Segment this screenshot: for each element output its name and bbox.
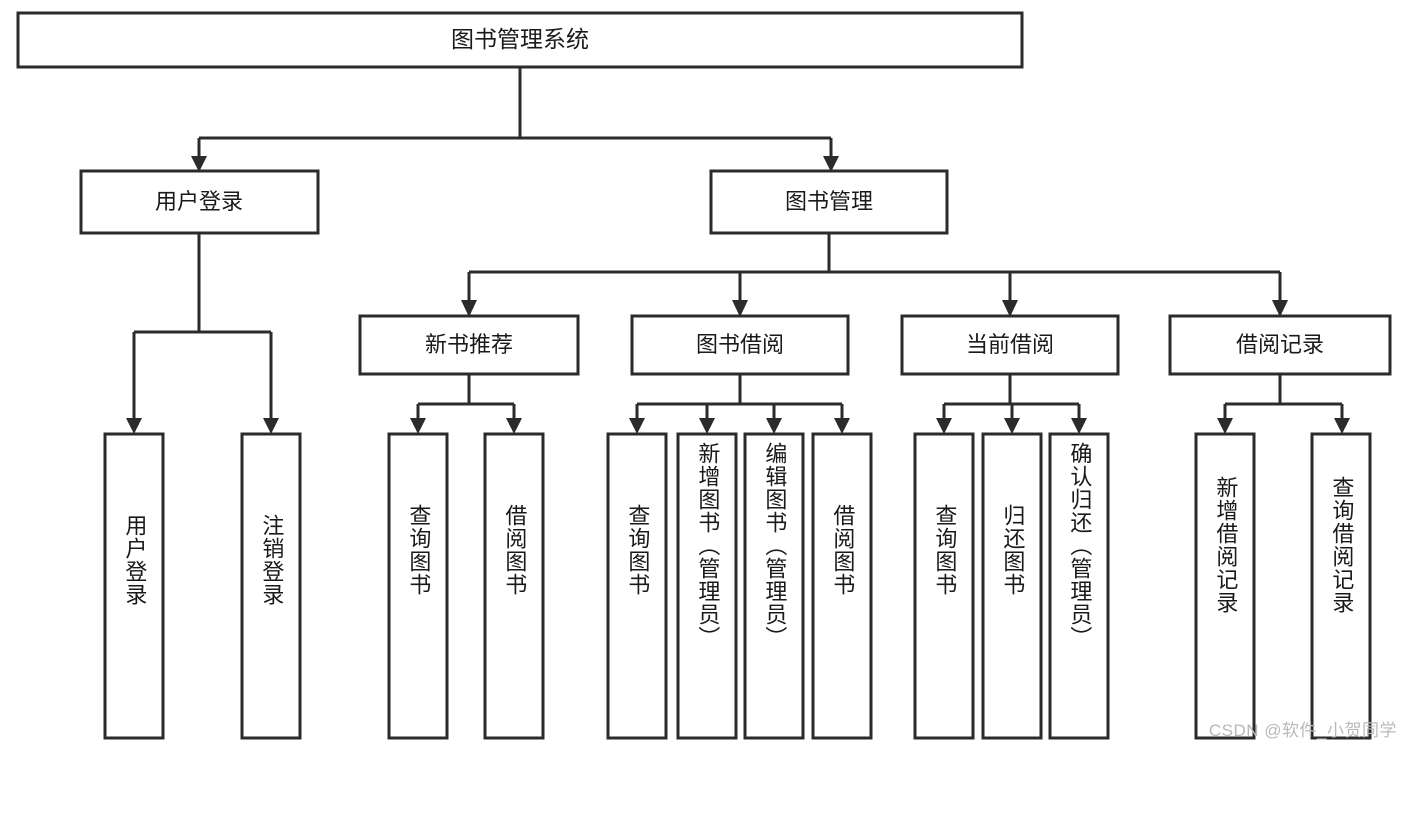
node-book-borrow-rect[interactable] (630, 314, 850, 376)
node-leaf-borrow-book-2-rect[interactable] (811, 432, 873, 740)
arrowhead-leaf-query-record (1334, 418, 1350, 434)
node-book-manage-label: 图书管理 (785, 189, 873, 214)
node-leaf-user-login-rect[interactable] (103, 432, 165, 740)
node-leaf-edit-book-rect[interactable] (743, 432, 805, 740)
flowchart-diagram: 图书管理系统 用户登录 图书管理 新书推荐 图书借阅 当前借阅 借阅记录 (16, 11, 1397, 740)
node-leaf-add-book-rect[interactable] (676, 432, 738, 740)
leaf-rects (103, 432, 1372, 740)
arrowhead-current-borrow (1002, 300, 1018, 317)
arrowhead-leaf-logout (263, 418, 279, 434)
node-root-rect[interactable] (16, 11, 1024, 69)
connector-group-borrow-record (1217, 374, 1350, 434)
node-book-manage[interactable]: 图书管理 (709, 169, 949, 235)
connector-group-user-login (126, 233, 279, 434)
arrowhead-user-login (191, 156, 207, 172)
arrowhead-new-book-rec (461, 300, 477, 317)
connector-group-book-borrow (629, 374, 850, 434)
watermark-text: CSDN @软件_小贺同学 (1208, 721, 1397, 740)
node-leaf-query-book-3-rect[interactable] (913, 432, 975, 740)
node-current-borrow-label: 当前借阅 (966, 332, 1054, 357)
node-leaf-return-book-rect[interactable] (981, 432, 1043, 740)
node-book-manage-rect[interactable] (709, 169, 949, 235)
node-root[interactable]: 图书管理系统 (16, 11, 1024, 69)
node-user-login-rect[interactable] (79, 169, 320, 235)
node-new-book-rec-label: 新书推荐 (425, 332, 513, 357)
arrowhead-leaf-add-book (699, 418, 715, 434)
node-borrow-record[interactable]: 借阅记录 (1168, 314, 1392, 376)
node-current-borrow[interactable]: 当前借阅 (900, 314, 1120, 376)
arrowhead-leaf-add-record (1217, 418, 1233, 434)
arrowhead-book-borrow (732, 300, 748, 317)
arrowhead-leaf-borrow-book-2 (834, 418, 850, 434)
arrowhead-leaf-query-book-2 (629, 418, 645, 434)
arrowhead-book-manage (823, 156, 839, 172)
node-user-login-label: 用户登录 (155, 189, 243, 214)
arrowhead-leaf-confirm-return (1071, 418, 1087, 434)
node-book-borrow-label: 图书借阅 (696, 332, 784, 357)
arrowhead-leaf-query-book-1 (410, 418, 426, 434)
node-user-login[interactable]: 用户登录 (79, 169, 320, 235)
arrowhead-leaf-return-book (1004, 418, 1020, 434)
node-leaf-confirm-return-rect[interactable] (1048, 432, 1110, 740)
arrowhead-leaf-borrow-book-1 (506, 418, 522, 434)
arrowhead-leaf-user-login (126, 418, 142, 434)
node-leaf-query-record-rect[interactable] (1310, 432, 1372, 740)
diagram-canvas: 图书管理系统 用户登录 图书管理 新书推荐 图书借阅 当前借阅 借阅记录 (16, 11, 1392, 740)
arrowhead-leaf-query-book-3 (936, 418, 952, 434)
node-book-borrow[interactable]: 图书借阅 (630, 314, 850, 376)
node-leaf-add-record-rect[interactable] (1194, 432, 1256, 740)
node-root-label: 图书管理系统 (451, 26, 589, 52)
arrowhead-borrow-record (1272, 300, 1288, 317)
node-current-borrow-rect[interactable] (900, 314, 1120, 376)
node-leaf-logout-rect[interactable] (240, 432, 302, 740)
node-leaf-borrow-book-1-rect[interactable] (483, 432, 545, 740)
node-borrow-record-rect[interactable] (1168, 314, 1392, 376)
node-new-book-rec[interactable]: 新书推荐 (358, 314, 580, 376)
connector-group-book-manage (461, 233, 1288, 317)
connector-group-root (191, 67, 839, 172)
node-new-book-rec-rect[interactable] (358, 314, 580, 376)
node-borrow-record-label: 借阅记录 (1236, 332, 1324, 357)
arrowhead-leaf-edit-book (766, 418, 782, 434)
node-leaf-query-book-2-rect[interactable] (606, 432, 668, 740)
connector-group-new-book-rec (410, 374, 522, 434)
node-leaf-query-book-1-rect[interactable] (387, 432, 449, 740)
connector-group-current-borrow (936, 374, 1087, 434)
